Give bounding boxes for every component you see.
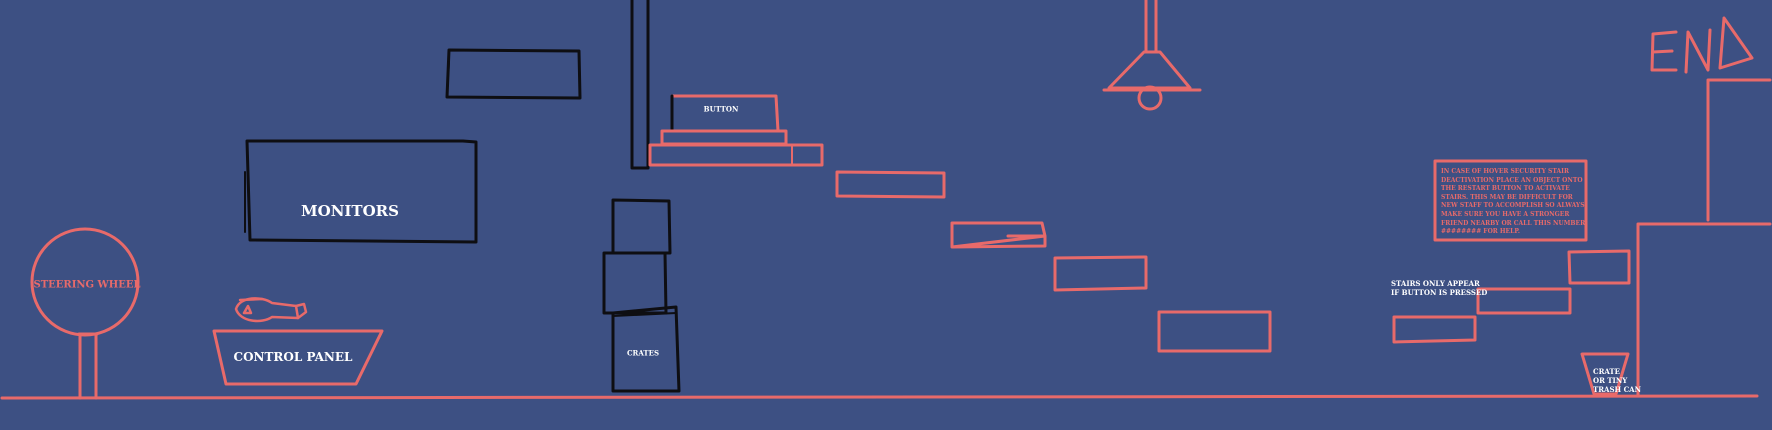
control-panel-label: CONTROL PANEL <box>233 350 353 364</box>
crate-bottom[interactable] <box>611 305 681 393</box>
stair-platform-6[interactable] <box>1476 287 1572 315</box>
trash-can-icon[interactable] <box>1580 352 1630 396</box>
control-panel[interactable] <box>212 329 384 386</box>
crate-middle[interactable] <box>602 251 668 315</box>
crate-note-line: TRASH CAN <box>1593 385 1641 394</box>
stair-platform-3[interactable] <box>1053 255 1148 292</box>
crate-note: CRATE OR TINY TRASH CAN <box>1593 367 1641 394</box>
button[interactable] <box>670 94 780 133</box>
stairs-note-line: STAIRS ONLY APPEAR <box>1391 279 1480 288</box>
warning-line: ######## FOR HELP. <box>1441 228 1520 236</box>
warning-line: DEACTIVATION PLACE AN OBJECT ONTO <box>1441 176 1583 184</box>
warning-line: NEW STAFF TO ACCOMPLISH SO ALWAYS <box>1441 202 1585 210</box>
stairs-note-line: IF BUTTON IS PRESSED <box>1391 288 1488 297</box>
monitor-large[interactable] <box>244 139 478 244</box>
stair-platform-2[interactable] <box>950 221 1047 249</box>
monitors-label: MONITORS <box>301 202 399 220</box>
pillar <box>630 0 650 170</box>
crate-top[interactable] <box>611 198 672 255</box>
warning-line: IN CASE OF HOVER SECURITY STAIR <box>1441 168 1569 175</box>
crates-label: CRATES <box>626 348 660 358</box>
button-label: BUTTON <box>703 104 739 114</box>
stair-platform-5[interactable] <box>1392 315 1477 344</box>
stair-platform-4[interactable] <box>1157 310 1272 353</box>
warning-sign-text: IN CASE OF HOVER SECURITY STAIR DEACTIVA… <box>1441 168 1587 237</box>
stair-platform-1[interactable] <box>835 170 946 199</box>
ceiling-lamp-icon <box>1102 0 1202 111</box>
steering-wheel[interactable] <box>30 227 140 400</box>
warning-line: FRIEND NEARBY OR CALL THIS NUMBER: <box>1441 219 1588 227</box>
warning-sign-frame <box>1433 159 1588 242</box>
crate-note-line: OR TINY <box>1593 376 1628 385</box>
stair-platform-7[interactable] <box>1567 249 1631 285</box>
warning-line: STAIRS. THIS MAY BE DIFFICULT FOR <box>1441 193 1573 201</box>
end-wall <box>1636 78 1772 398</box>
crate-note-line: CRATE <box>1593 367 1620 376</box>
steering-wheel-label: STEERING WHEEL <box>33 279 141 291</box>
warning-line: MAKE SURE YOU HAVE A STRONGER <box>1441 210 1570 218</box>
stairs-note: STAIRS ONLY APPEAR IF BUTTON IS PRESSED <box>1391 279 1487 297</box>
fish-icon[interactable] <box>234 297 308 323</box>
floor-line <box>0 394 1759 400</box>
button-base <box>648 129 824 167</box>
monitor-small[interactable] <box>445 48 582 100</box>
end-sign <box>1650 16 1754 74</box>
warning-line: THE RESTART BUTTON TO ACTIVATE <box>1441 185 1570 193</box>
